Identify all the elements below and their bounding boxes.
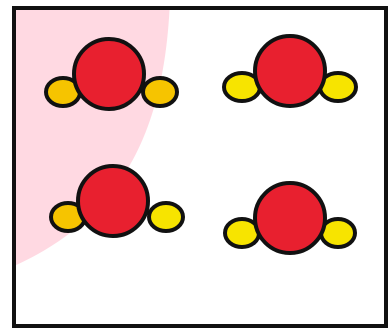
molecule-center-atom [253,34,327,108]
molecule-center-atom [253,181,327,255]
molecule-side-atom-right [141,76,179,108]
molecule-center-atom [76,164,150,238]
molecule-center-atom [72,37,146,111]
diagram-frame [12,6,388,328]
molecule-bottom-left [49,164,185,238]
molecule-top-left [44,37,179,111]
molecule-top-right [222,34,358,108]
molecule-bottom-right [223,181,357,255]
molecule-side-atom-right [147,201,185,233]
